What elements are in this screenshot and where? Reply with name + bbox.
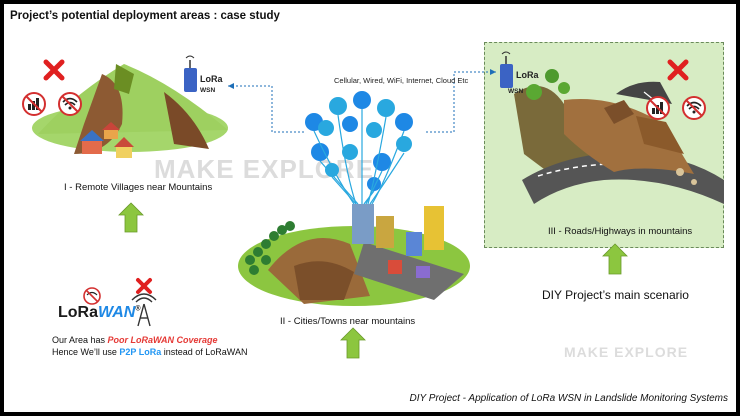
network-links xyxy=(228,69,496,133)
footer-caption: DIY Project - Application of LoRa WSN in… xyxy=(409,393,728,404)
road-landslide-illustration xyxy=(514,69,724,204)
caption-villages: I - Remote Villages near Mountains xyxy=(64,182,213,193)
wsn-label-right: WSN xyxy=(508,88,524,95)
wsn-label-left: WSN xyxy=(200,87,216,94)
city-illustration xyxy=(238,204,470,306)
road-red-cross-icon xyxy=(667,59,689,81)
lorawan-no-signal-icon xyxy=(83,287,101,305)
main-scenario-label: DIY Project’s main scenario xyxy=(542,288,689,302)
lorawan-red-cross-icon xyxy=(136,278,152,294)
lora-label-right: LoRa xyxy=(516,70,539,80)
arrow-up-cities-icon xyxy=(340,327,366,359)
village-mountain-illustration xyxy=(32,64,228,158)
network-note: Cellular, Wired, WiFi, Internet, Cloud E… xyxy=(334,76,469,85)
network-tree-wires xyxy=(313,109,405,205)
road-no-signal-icons xyxy=(646,96,706,120)
tower-icon xyxy=(131,293,157,327)
village-red-cross-icon xyxy=(43,59,65,81)
page-title: Project’s potential deployment areas : c… xyxy=(10,10,280,22)
arrow-up-roads-icon xyxy=(602,243,628,275)
caption-roads: III - Roads/Highways in mountains xyxy=(548,226,693,237)
village-no-signal-icons xyxy=(22,92,82,116)
diagram-graphics xyxy=(22,51,724,359)
watermark-bottom-right: MAKE EXPLORE xyxy=(564,344,689,360)
network-tree-icons xyxy=(305,91,413,191)
lora-label-left: LoRa xyxy=(200,74,223,84)
wsn-node-right-icon xyxy=(500,51,513,88)
coverage-note: Our Area has Poor LoRaWAN Coverage Hence… xyxy=(52,335,248,357)
wsn-node-left-icon xyxy=(184,55,197,92)
slide: MAKE EXPLORE MAKE EXPLORE Project’s pote… xyxy=(4,4,736,412)
caption-cities: II - Cities/Towns near mountains xyxy=(280,316,416,327)
lorawan-logo: LoRaWAN® xyxy=(58,304,141,321)
arrow-up-villages-icon xyxy=(118,202,144,233)
